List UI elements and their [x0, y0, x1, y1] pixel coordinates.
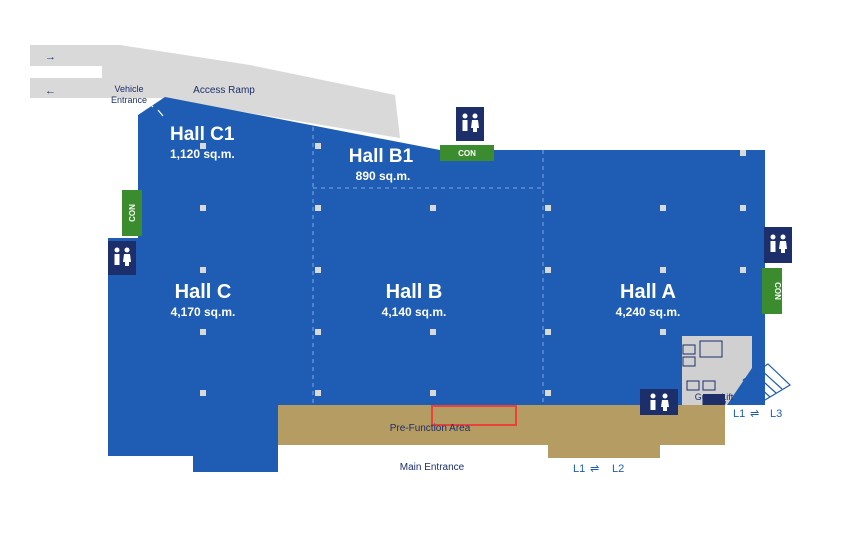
restroom-icon-right — [764, 227, 792, 263]
vehicle-entrance-arrows-icon — [146, 100, 164, 117]
access-ramp — [30, 45, 400, 138]
level-link-swap-icon-1: ⇌ — [750, 408, 759, 420]
escalator-icon — [742, 363, 791, 401]
hall-a-area: 4,240 sq.m. — [616, 305, 681, 319]
hall-b1-area: 890 sq.m. — [356, 169, 411, 183]
con-label-right: CON — [773, 282, 782, 300]
hall-c1-area: 1,120 sq.m. — [170, 147, 235, 161]
con-box-top: CON — [440, 145, 494, 161]
hall-b1-name: Hall B1 — [349, 146, 414, 167]
con-label-top: CON — [458, 149, 476, 158]
access-ramp-label: Access Ramp — [193, 85, 255, 96]
hall-c-south-tab — [193, 440, 278, 472]
guest-lift-lobby-label-2: Lobby — [702, 398, 727, 408]
main-entrance-label: Main Entrance — [400, 462, 465, 473]
hall-c1-b1-block — [138, 97, 765, 405]
con-box-left: CON — [122, 190, 142, 236]
restroom-icon-bottom — [640, 389, 678, 415]
guest-lift-lobby-label-1: Guest Lift — [695, 392, 734, 402]
hall-b-name: Hall B — [386, 281, 443, 303]
hall-c-area: 4,170 sq.m. — [171, 305, 236, 319]
hall-c-name: Hall C — [175, 281, 232, 303]
restroom-icon-top — [456, 107, 484, 141]
vehicle-entrance-label-2: Entrance — [111, 95, 147, 105]
level-link-to-l2: L2 — [612, 463, 624, 475]
level-link-l1-l3: L1 ⇌ L3 — [733, 408, 782, 420]
ramp-arrow-left-icon: ← — [45, 85, 56, 97]
level-link-to-l3: L3 — [770, 408, 782, 420]
level-link-from-l2: L1 — [573, 463, 585, 475]
hall-dividers — [312, 127, 544, 405]
pre-function-highlight — [431, 405, 517, 426]
column-markers — [200, 143, 746, 396]
pre-function-area-label: Pre-Function Area — [390, 423, 471, 434]
con-box-right: CON — [762, 268, 782, 314]
con-label-left: CON — [128, 204, 137, 222]
exhibition-halls-area — [108, 97, 765, 472]
hall-c1-name: Hall C1 — [170, 124, 235, 145]
hall-a-name: Hall A — [620, 281, 676, 303]
vehicle-entrance-label-1: Vehicle — [114, 84, 143, 94]
level-link-swap-icon-2: ⇌ — [590, 463, 599, 475]
level-link-from-l3: L1 — [733, 408, 745, 420]
level-link-l1-l2: L1 ⇌ L2 — [573, 463, 624, 475]
ramp-arrow-right-icon: → — [45, 51, 56, 63]
hall-b-area: 4,140 sq.m. — [382, 305, 447, 319]
restroom-icon-left — [108, 241, 136, 275]
